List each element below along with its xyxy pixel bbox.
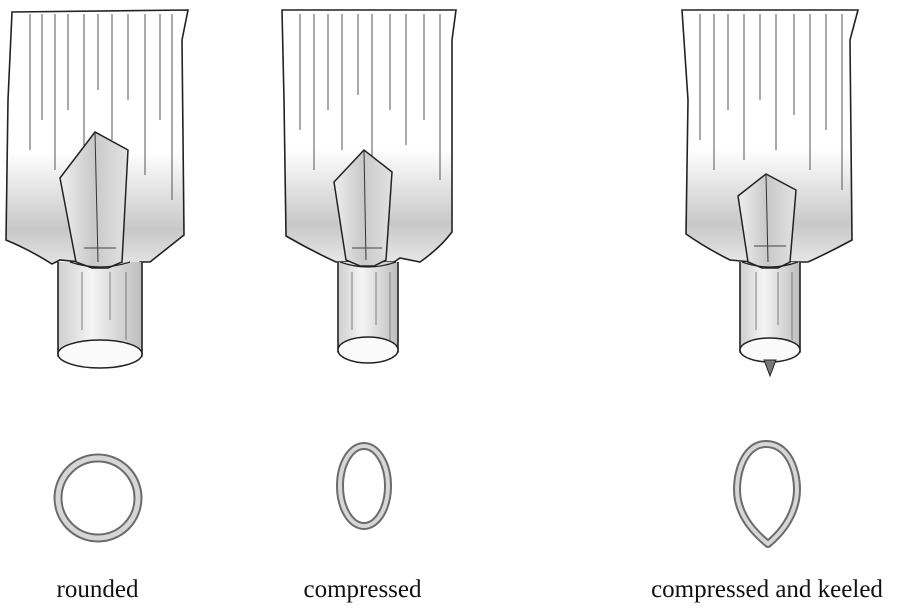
cross-section-keeled [737, 444, 797, 544]
cross-section-ellipse [340, 446, 388, 526]
leaf-sheath-tube [338, 262, 398, 363]
leaf-sheath-tube [740, 262, 800, 376]
panel-compressed [282, 10, 456, 526]
caption-rounded: rounded [0, 572, 195, 608]
ligule [738, 174, 798, 268]
panel-rounded [6, 10, 188, 538]
caption-compressed: compressed [255, 572, 470, 608]
panel-compressed-keeled [682, 10, 858, 544]
cross-section-circle [58, 458, 138, 538]
caption-compressed-and-keeled: compressed and keeled [620, 572, 914, 608]
leaf-sheath-tube [58, 262, 142, 368]
